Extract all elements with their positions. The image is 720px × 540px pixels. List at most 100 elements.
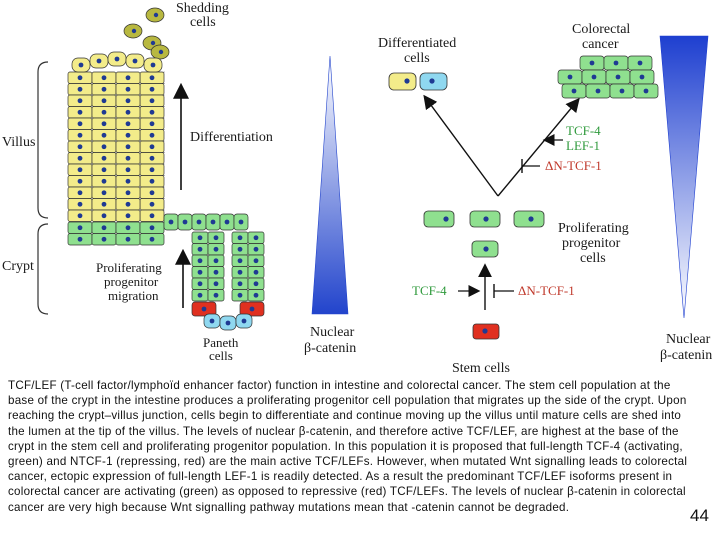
cell-nucleus: [101, 86, 107, 92]
cell-nucleus: [158, 49, 164, 55]
cell-nucleus: [125, 109, 131, 115]
stem-cells-label: Stem cells: [452, 361, 510, 376]
cell-nucleus: [77, 190, 83, 196]
cell-nucleus: [101, 201, 107, 207]
cell-nucleus: [241, 318, 247, 324]
cell-nucleus: [77, 213, 83, 219]
prolif-cells-label-line3: cells: [580, 251, 606, 266]
prolif-label-line2: progenitor: [104, 274, 159, 289]
cell-nucleus: [77, 109, 83, 115]
cell-nucleus: [77, 178, 83, 184]
cell-nucleus: [213, 246, 219, 252]
cell-nucleus: [101, 178, 107, 184]
cell-nucleus: [77, 225, 83, 231]
cell-nucleus: [101, 144, 107, 150]
cell-nucleus: [639, 74, 645, 80]
crypt-structure: [191, 231, 265, 331]
cell-nucleus: [125, 144, 131, 150]
cell-nucleus: [213, 235, 219, 241]
cell-nucleus: [213, 292, 219, 298]
dntcf1-top-label: ΔN-TCF-1: [545, 158, 602, 173]
cell-nucleus: [237, 246, 243, 252]
cell-nucleus: [101, 190, 107, 196]
differentiated-label-line2: cells: [404, 51, 430, 66]
cell-nucleus: [101, 236, 107, 242]
cell-nucleus: [101, 75, 107, 81]
cell-nucleus: [149, 167, 155, 173]
cell-nucleus: [213, 258, 219, 264]
page-number: 44: [690, 506, 709, 525]
cell-nucleus: [643, 88, 649, 94]
cell-nucleus: [253, 269, 259, 275]
cell-nucleus: [149, 190, 155, 196]
cell-nucleus: [210, 219, 216, 225]
cell-nucleus: [567, 74, 573, 80]
cell-nucleus: [125, 121, 131, 127]
cell-nucleus: [77, 167, 83, 173]
cell-nucleus: [213, 281, 219, 287]
prolif-label-line3: migration: [108, 288, 159, 303]
shedding-cells: [123, 7, 170, 60]
cell-nucleus: [101, 225, 107, 231]
cell-nucleus: [101, 132, 107, 138]
cell-nucleus: [77, 155, 83, 161]
cell-nucleus: [101, 155, 107, 161]
tcf-lef-diagram: Villus Crypt Shedding cells Differentiat…: [2, 1, 712, 376]
shedding-label-line1: Shedding: [176, 1, 229, 16]
cell-nucleus: [101, 109, 107, 115]
cell-nucleus: [595, 88, 601, 94]
cell-nucleus: [149, 213, 155, 219]
cell-nucleus: [149, 121, 155, 127]
cell-nucleus: [253, 258, 259, 264]
cell-nucleus: [101, 213, 107, 219]
cell-nucleus: [149, 132, 155, 138]
right-nuclear-label-line2: β-catenin: [660, 348, 712, 363]
cell-nucleus: [125, 213, 131, 219]
cell-nucleus: [77, 201, 83, 207]
cell-nucleus: [571, 88, 577, 94]
cell-nucleus: [125, 190, 131, 196]
differentiated-label-line1: Differentiated: [378, 36, 456, 51]
cell-nucleus: [132, 58, 138, 64]
villus-bracket: [37, 61, 49, 219]
left-nuclear-label-line2: β-catenin: [304, 341, 356, 356]
cell-nucleus: [96, 58, 102, 64]
cell-nucleus: [209, 318, 215, 324]
cell-nucleus: [125, 132, 131, 138]
shedding-label-line2: cells: [190, 15, 216, 30]
cell-nucleus: [149, 155, 155, 161]
cell-nucleus: [125, 225, 131, 231]
crypt-label: Crypt: [2, 259, 34, 274]
cell-nucleus: [253, 292, 259, 298]
cell-nucleus: [77, 236, 83, 242]
differentiation-label: Differentiation: [190, 130, 273, 145]
cell-nucleus: [168, 219, 174, 225]
cell-nucleus: [197, 258, 203, 264]
cell-nucleus: [149, 225, 155, 231]
cell-nucleus: [125, 236, 131, 242]
cell-nucleus: [125, 167, 131, 173]
cell-nucleus: [77, 98, 83, 104]
cell-nucleus: [77, 121, 83, 127]
cell-nucleus: [77, 75, 83, 81]
cell-nucleus: [615, 74, 621, 80]
cell-nucleus: [182, 219, 188, 225]
left-beta-catenin-gradient: [311, 55, 349, 315]
cell-nucleus: [77, 86, 83, 92]
cell-nucleus: [125, 201, 131, 207]
crypt-bracket: [37, 223, 49, 315]
cell-nucleus: [237, 292, 243, 298]
cell-nucleus: [637, 60, 643, 66]
cell-nucleus: [197, 246, 203, 252]
differentiated-cells: [388, 72, 448, 91]
figure-caption: TCF/LEF (T-cell factor/lymphoïd enhancer…: [8, 379, 688, 514]
prolif-cells-label-line1: Proliferating: [558, 221, 629, 236]
cell-nucleus: [149, 86, 155, 92]
cell-nucleus: [225, 320, 231, 326]
cell-nucleus: [114, 56, 120, 62]
cell-nucleus: [77, 132, 83, 138]
left-nuclear-label-line1: Nuclear: [310, 325, 355, 340]
paneth-label-line2: cells: [209, 348, 233, 363]
cell-nucleus: [249, 306, 255, 312]
cell-nucleus: [238, 219, 244, 225]
